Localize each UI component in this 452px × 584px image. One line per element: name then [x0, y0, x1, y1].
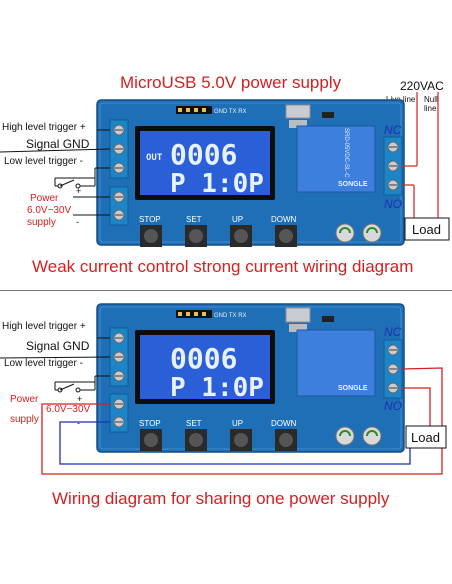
- top-supply-label: supply: [27, 217, 56, 228]
- bottom-lcd-line1: 0006: [170, 342, 237, 375]
- bottom-btn-label-up: UP: [232, 419, 243, 428]
- bottom-range-label: 6.0V~30V: [46, 404, 91, 415]
- top-relay-brand: SONGLE: [338, 181, 368, 188]
- bottom-plus-sign: +: [77, 394, 82, 404]
- top-lcd-line2: P 1:0P: [170, 169, 264, 199]
- top-no-label: NO: [384, 197, 402, 211]
- top-lcd-line1: 0006: [170, 138, 237, 171]
- top-lcd-out: OUT: [146, 153, 163, 163]
- bottom-lcd-line2: P 1:0P: [170, 373, 264, 403]
- top-relay-model: SRD-05VDC-SL-C: [343, 128, 349, 178]
- bottom-wiring-diagram: GND TX RX 0006 P 1:0P STOP SET UP DOWN S…: [0, 303, 447, 475]
- top-header-label: GND TX RX: [214, 109, 247, 115]
- bottom-lcd-screen: [140, 335, 270, 399]
- bottom-btn-label-set: SET: [186, 419, 202, 428]
- top-range-label: 6.0V~30V: [27, 205, 72, 216]
- top-lcd-screen: [140, 131, 270, 195]
- top-load-label: Load: [412, 222, 441, 237]
- top-left-wires: [0, 129, 111, 216]
- bottom-power-label: Power: [10, 394, 39, 405]
- top-wiring-diagram: GND TX RX OUT 0006 P 1:0P STOP SET UP DO…: [0, 92, 450, 247]
- bottom-low-trigger-label: Low level trigger -: [4, 358, 83, 369]
- top-btn-label-stop: STOP: [139, 215, 161, 224]
- top-low-trigger-label: Low level trigger -: [4, 156, 83, 167]
- bottom-usb-connector: [285, 307, 311, 323]
- top-mains-wires: [402, 92, 439, 212]
- bottom-signal-gnd-label: Signal GND: [26, 339, 90, 353]
- bottom-left-wires: [0, 337, 111, 393]
- top-usb-connector: [285, 104, 311, 119]
- bottom-btn-label-down: DOWN: [271, 419, 297, 428]
- bottom-load-label: Load: [411, 430, 440, 445]
- bottom-header-label: GND TX RX: [214, 313, 247, 319]
- top-signal-gnd-label: Signal GND: [26, 137, 90, 151]
- bottom-high-trigger-label: High level trigger +: [2, 321, 86, 332]
- top-btn-label-down: DOWN: [271, 215, 297, 224]
- bottom-relay-brand: SONGLE: [338, 385, 368, 392]
- top-buttons: STOP SET UP DOWN: [139, 215, 297, 247]
- top-btn-label-set: SET: [186, 215, 202, 224]
- bottom-load-box: [405, 425, 447, 449]
- top-high-trigger-label: High level trigger +: [2, 122, 86, 133]
- bottom-shared-power-wires: [41, 367, 443, 475]
- bottom-btn-label-stop: STOP: [139, 419, 161, 428]
- bottom-caption: Wiring diagram for sharing one power sup…: [52, 489, 390, 508]
- top-btn-label-up: UP: [232, 215, 243, 224]
- top-nc-label: NC: [384, 123, 402, 137]
- bottom-buttons: STOP SET UP DOWN: [139, 419, 297, 451]
- bottom-relay: [296, 329, 376, 397]
- bottom-no-label: NO: [384, 399, 402, 413]
- top-plus-sign: +: [76, 186, 81, 196]
- top-caption: Weak current control strong current wiri…: [32, 257, 414, 276]
- section-divider: [0, 290, 452, 291]
- null-line-label: Null line: [424, 95, 438, 113]
- top-relay: [296, 125, 376, 193]
- top-title: MicroUSB 5.0V power supply: [120, 73, 342, 92]
- bottom-nc-label: NC: [384, 325, 402, 339]
- mains-voltage-label: 220VAC: [400, 79, 444, 93]
- top-load-box: [404, 217, 450, 241]
- top-power-label: Power: [30, 193, 59, 204]
- bottom-minus-sign: -: [77, 418, 80, 428]
- top-minus-sign: -: [76, 217, 79, 227]
- bottom-supply-label: supply: [10, 414, 39, 425]
